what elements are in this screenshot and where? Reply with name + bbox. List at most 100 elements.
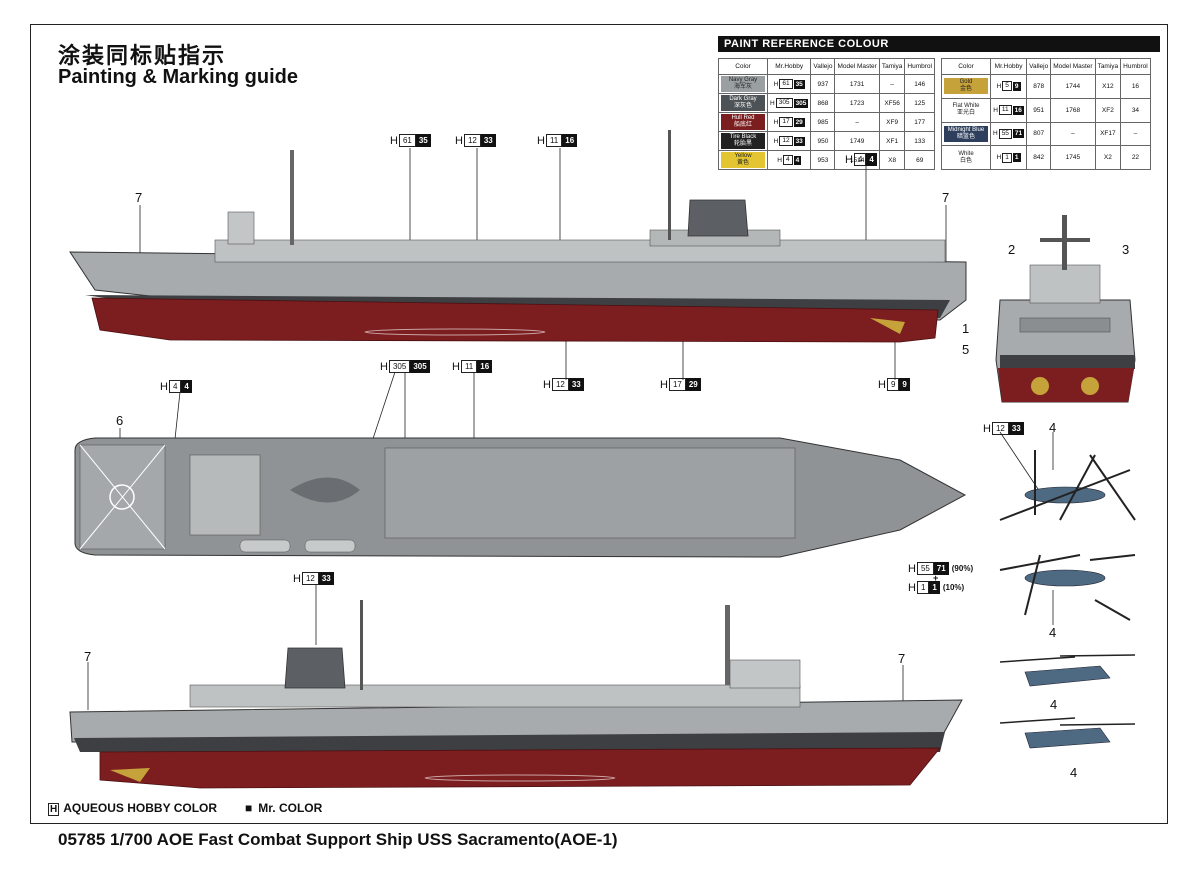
callout-aqueous-code: 17 <box>668 378 686 391</box>
paint-reference-title: PAINT REFERENCE COLOUR <box>718 36 1160 52</box>
legend-mr-label: Mr. COLOR <box>258 801 323 815</box>
hobby-h: H <box>773 137 779 145</box>
callout-mr-code: 4 <box>181 380 192 393</box>
hobby-aqueous-code: 4 <box>782 155 793 165</box>
paint-name: Dark Gray <box>729 96 757 102</box>
paint-name-cn: 船底红 <box>733 122 752 128</box>
paint-name: Hull Red <box>731 115 755 121</box>
paint-name-cn: 轮胎黑 <box>733 141 752 147</box>
callout-mr-code: 33 <box>318 572 334 585</box>
hobby-h: H <box>777 156 782 164</box>
paint-vallejo: 953 <box>810 150 836 170</box>
paint-name-cn: 白色 <box>959 157 972 164</box>
marking-number-7: 7 <box>84 649 92 664</box>
marking-number-6: 6 <box>116 413 124 428</box>
hobby-mr-code: 16 <box>1012 105 1024 115</box>
hobby-mr-code: 29 <box>793 117 805 127</box>
hobby-h: H <box>996 154 1002 162</box>
hobby-mr-code: 33 <box>793 136 805 146</box>
helicopter-side-1 <box>999 654 1136 687</box>
marking-number-7: 7 <box>898 651 906 666</box>
paint-name: Yellow <box>734 153 752 159</box>
paint-vallejo: 842 <box>1026 145 1052 170</box>
top-view <box>74 437 967 558</box>
paint-table-right: Color Mr.Hobby Vallejo Model Master Tami… <box>940 58 1151 170</box>
callout-h: H <box>380 360 388 373</box>
helicopter-top-1 <box>999 450 1136 521</box>
callout-aqueous-code: 9 <box>886 378 900 391</box>
callout-mr-code: 1 <box>929 581 940 594</box>
callout-aqueous-code: 12 <box>301 572 319 585</box>
col-humbrol: Humbrol <box>904 58 935 75</box>
callout-h: H <box>878 378 886 391</box>
side-view-top <box>69 130 967 343</box>
callout-mr-code: 4 <box>866 153 877 166</box>
callout-mr-code: 33 <box>1008 422 1024 435</box>
legend-mr-color: ■Mr. COLOR <box>245 801 322 815</box>
callout-h: H <box>908 581 916 594</box>
callout-aqueous-code: 61 <box>398 134 416 147</box>
paint-modelmaster: – <box>1050 121 1096 147</box>
paint-modelmaster: 1745 <box>1050 145 1096 170</box>
callout-percent: (90%) <box>951 564 974 573</box>
title-english: Painting & Marking guide <box>58 66 299 88</box>
hobby-aqueous-code: 17 <box>779 117 793 127</box>
hobby-h: H <box>996 82 1002 90</box>
paint-name: White <box>958 150 974 157</box>
marking-number-5: 5 <box>962 342 970 357</box>
legend-aqueous-symbol: H <box>48 803 60 816</box>
col-tamiya: Tamiya <box>1094 58 1122 75</box>
callout-h: H <box>537 134 545 147</box>
marking-number-4: 4 <box>1070 765 1078 780</box>
callout-aqueous-code: 1 <box>916 581 930 594</box>
hobby-aqueous-code: 305 <box>775 98 793 108</box>
paint-humbrol: 16 <box>1120 74 1151 99</box>
hobby-aqueous-code: 11 <box>998 105 1012 116</box>
callout-h: H <box>845 153 853 166</box>
col-modelmaster: Model Master <box>1050 58 1096 75</box>
guide-frame <box>30 24 1168 824</box>
paint-name-cn: 海军灰 <box>733 84 752 90</box>
marking-number-7: 7 <box>942 190 950 205</box>
callout-mr-code: 33 <box>568 378 584 391</box>
paint-name-cn: 深灰色 <box>733 103 752 109</box>
marking-number-7: 7 <box>135 190 143 205</box>
marking-number-2: 2 <box>1008 242 1016 257</box>
paint-modelmaster: 1744 <box>1050 74 1096 99</box>
paint-name-cn: 亚光白 <box>956 110 975 117</box>
hobby-mr-code: 9 <box>1012 81 1021 91</box>
hobby-h: H <box>993 106 998 114</box>
col-mrhobby: Mr.Hobby <box>989 58 1028 75</box>
marking-number-1: 1 <box>962 321 970 336</box>
paint-name-cn: 暗蓝色 <box>956 133 975 140</box>
callout-aqueous-code: 11 <box>460 360 478 373</box>
callout-aqueous-code: 4 <box>168 380 182 393</box>
paint-name-cn: 黄色 <box>736 160 749 166</box>
callout-aqueous-code: 12 <box>991 422 1009 435</box>
legend-aqueous-label: AQUEOUS HOBBY COLOR <box>63 801 218 815</box>
